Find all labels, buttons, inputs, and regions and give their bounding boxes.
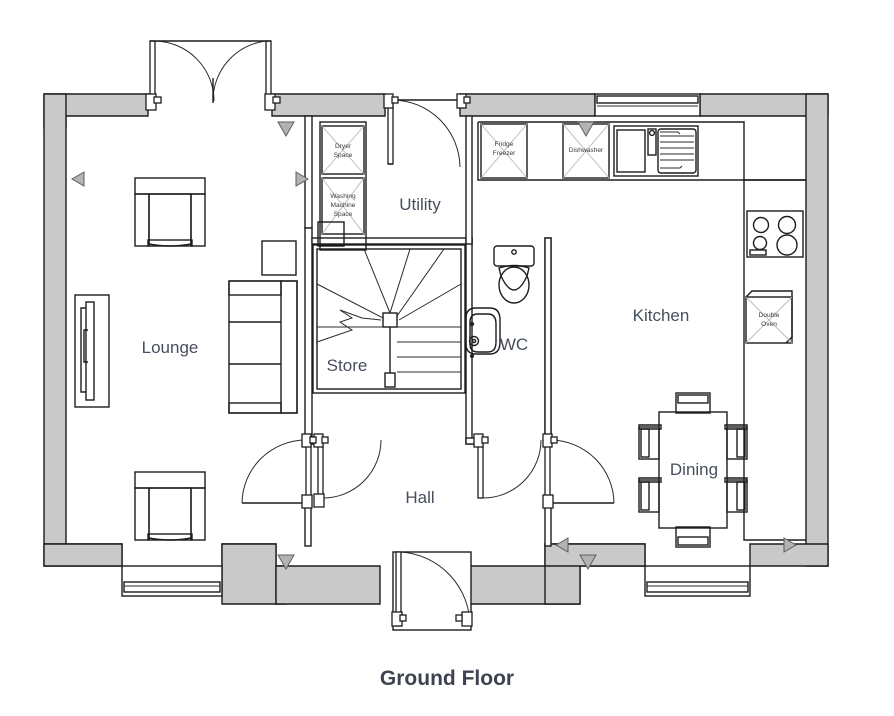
window-dining-bottom [644,565,751,597]
window-lounge-bottom [121,565,223,597]
appliance-fridge-freezer: Fridge Freezer [480,123,528,179]
dining-chair-bottom [675,526,711,548]
marker-north-utility [277,121,295,138]
svg-text:Double: Double [759,312,780,319]
windows [121,93,751,597]
svg-text:Freezer: Freezer [493,150,517,157]
door-french-patio [145,40,281,111]
room-label-wc: WC [500,335,528,354]
svg-text:Fridge: Fridge [495,141,514,148]
svg-text:Machine: Machine [331,202,356,209]
dining-chair-left-top [638,424,662,460]
marker-south-hall [579,554,597,571]
kitchen-sink [613,125,699,177]
lounge-furniture [74,177,298,541]
marker-west-dining [555,537,569,553]
room-label-kitchen: Kitchen [633,306,690,325]
armchair-bottom [134,471,206,541]
marker-east-dining [783,537,797,553]
appliance-dryer-space: Dryer Space [321,125,365,175]
sofa [228,280,298,414]
appliance-washing-machine-space: Washing Machine Space [321,177,365,235]
tv-unit [74,294,110,408]
svg-text:Washing: Washing [330,193,356,200]
staircase [312,244,466,394]
door-lounge [241,433,317,509]
side-table [261,240,297,276]
room-label-hall: Hall [405,488,434,507]
plan-title: Ground Floor [380,667,514,690]
door-front-entrance [391,551,473,631]
room-label-dining: Dining [670,460,718,479]
marker-east-lounge [295,171,309,187]
door-utility-external [383,93,471,168]
utility-fittings: Dryer Space Washing Machine Space [317,121,367,251]
room-label-utility: Utility [399,195,441,214]
hob [746,210,804,258]
door-wc [473,433,542,499]
exterior-walls [43,93,829,605]
dining-chair-right-bottom [724,477,748,513]
wc-fixtures [465,245,535,359]
marker-west-lounge [71,171,85,187]
window-kitchen-top [594,93,701,117]
marker-south-lounge [277,554,295,571]
door-kitchen [542,433,615,509]
door-store [313,433,382,508]
dining-furniture [638,392,748,548]
marker-north-kitchen [577,121,595,138]
svg-text:Space: Space [334,211,353,218]
room-label-lounge: Lounge [142,338,199,357]
appliance-label-dryer-space: Dryer [335,143,352,150]
dining-chair-right-top [724,424,748,460]
svg-text:Oven: Oven [761,321,777,328]
elevation-markers [71,121,797,571]
appliance-double-oven: Double Oven [745,290,793,344]
room-labels: Lounge Utility Kitchen Store WC Hall Din… [142,195,718,507]
svg-text:Dishwasher: Dishwasher [569,147,604,154]
dining-chair-top [675,392,711,414]
room-label-store: Store [327,356,368,375]
armchair-top [134,177,206,247]
svg-text:Space: Space [334,152,353,159]
dining-chair-left-bottom [638,477,662,513]
doors [145,40,615,631]
